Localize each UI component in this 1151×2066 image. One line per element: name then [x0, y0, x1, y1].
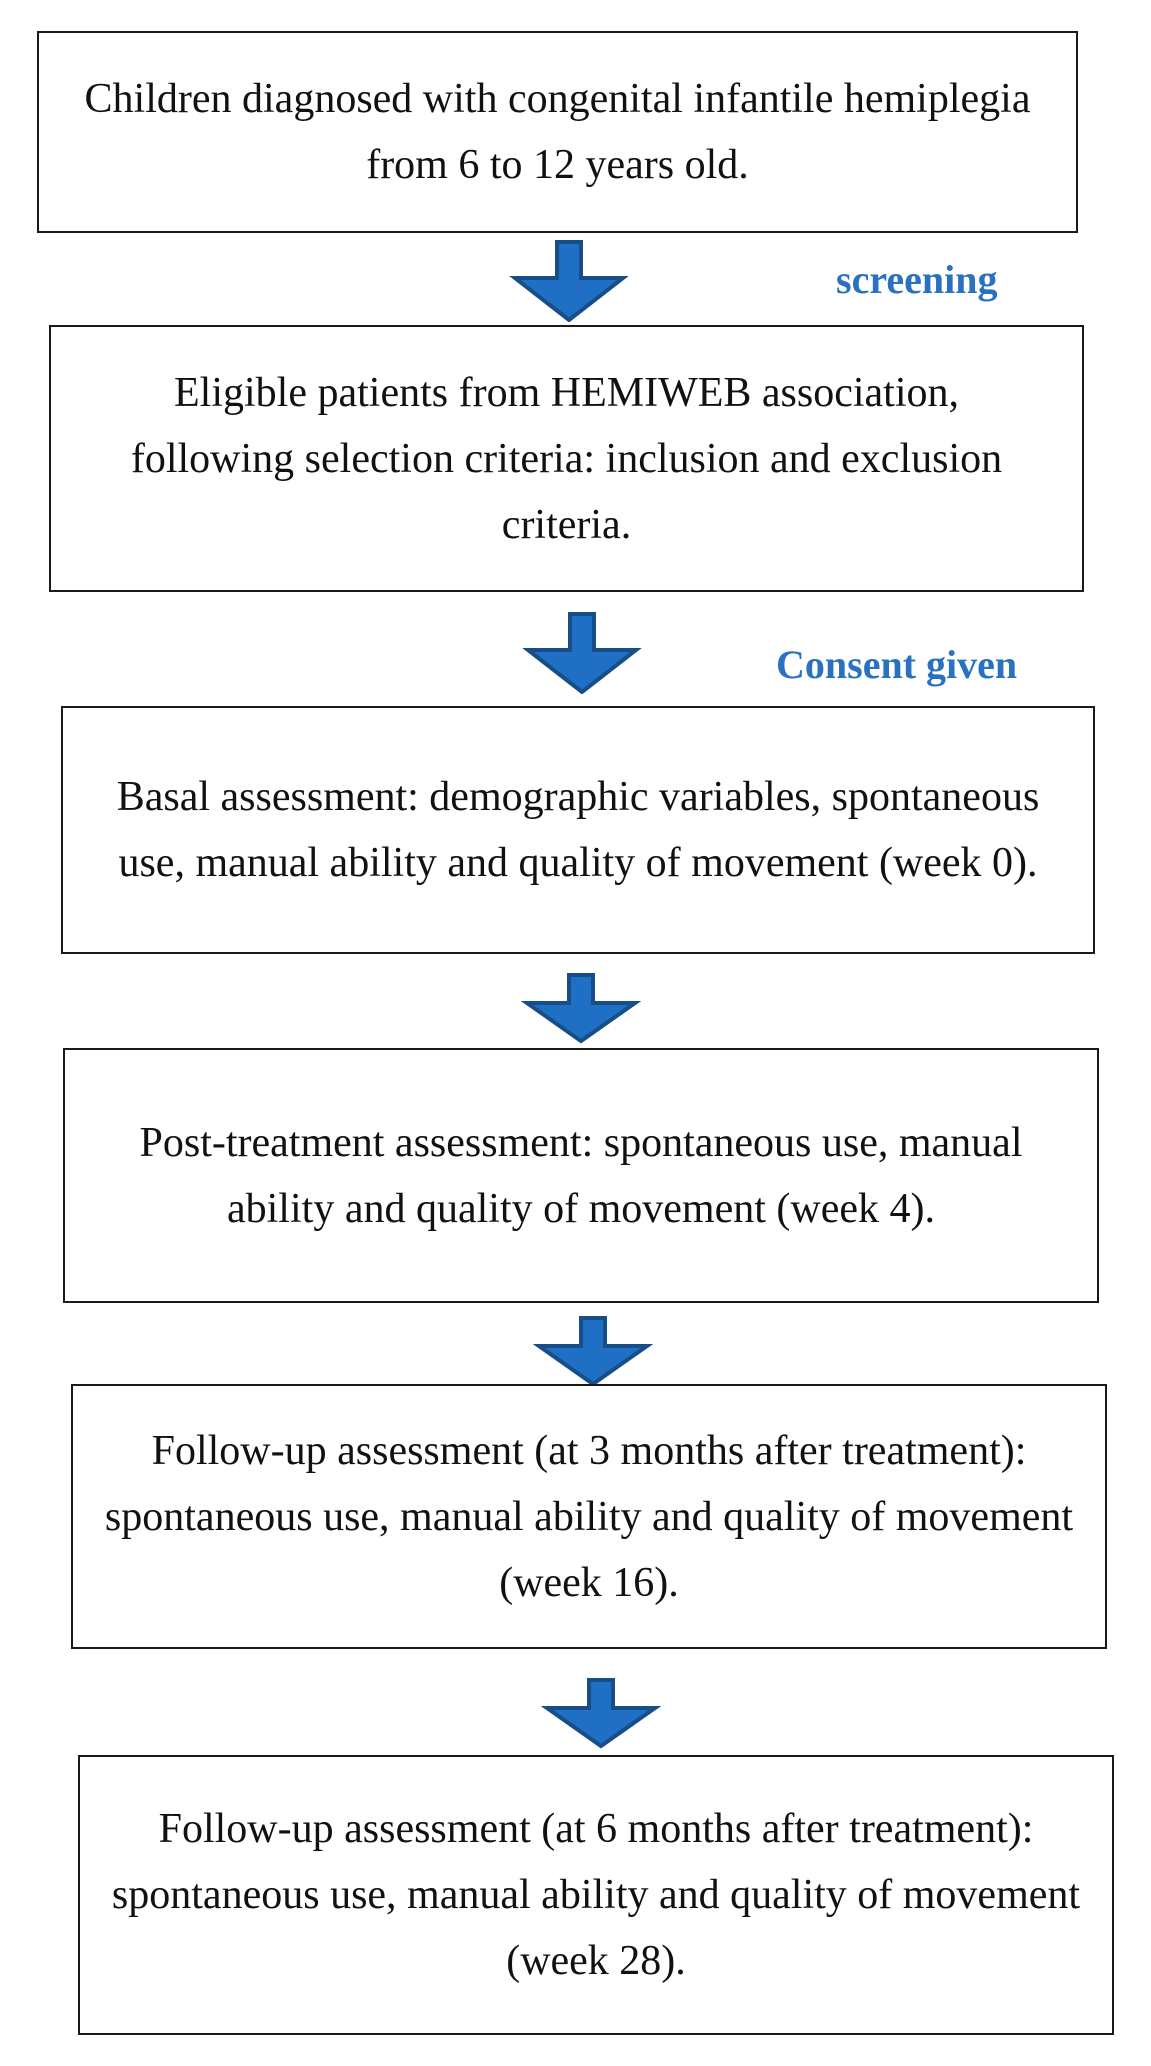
down-arrow-icon: [533, 1310, 653, 1392]
flow-box-text: Follow-up assessment (at 6 months after …: [111, 1806, 1081, 1984]
flow-box-text: Basal assessment: demographic variables,…: [116, 774, 1040, 886]
down-arrow-icon: [521, 967, 641, 1049]
down-arrow-icon: [541, 1672, 661, 1754]
screening-label: screening: [836, 257, 998, 302]
flow-box-text: Follow-up assessment (at 3 months after …: [104, 1427, 1074, 1606]
flow-box-text: Post-treatment assessment: spontaneous u…: [139, 1119, 1023, 1232]
flow-box-basal-assessment: Basal assessment: demographic variables,…: [61, 706, 1095, 954]
flow-box-follow-up-6-months: Follow-up assessment (at 6 months after …: [78, 1755, 1114, 2035]
down-arrow-icon: [522, 612, 642, 694]
flow-box-eligible-patients: Eligible patients from HEMIWEB associati…: [49, 325, 1084, 592]
down-arrow-icon: [509, 240, 629, 322]
flow-box-text: Eligible patients from HEMIWEB associati…: [130, 369, 1003, 548]
flow-box-follow-up-3-months: Follow-up assessment (at 3 months after …: [71, 1384, 1107, 1649]
flow-box-children-diagnosed: Children diagnosed with congenital infan…: [37, 31, 1078, 233]
consent-given-label: Consent given: [776, 642, 1018, 687]
flow-box-post-treatment: Post-treatment assessment: spontaneous u…: [63, 1048, 1099, 1303]
flow-box-text: Children diagnosed with congenital infan…: [84, 76, 1031, 188]
